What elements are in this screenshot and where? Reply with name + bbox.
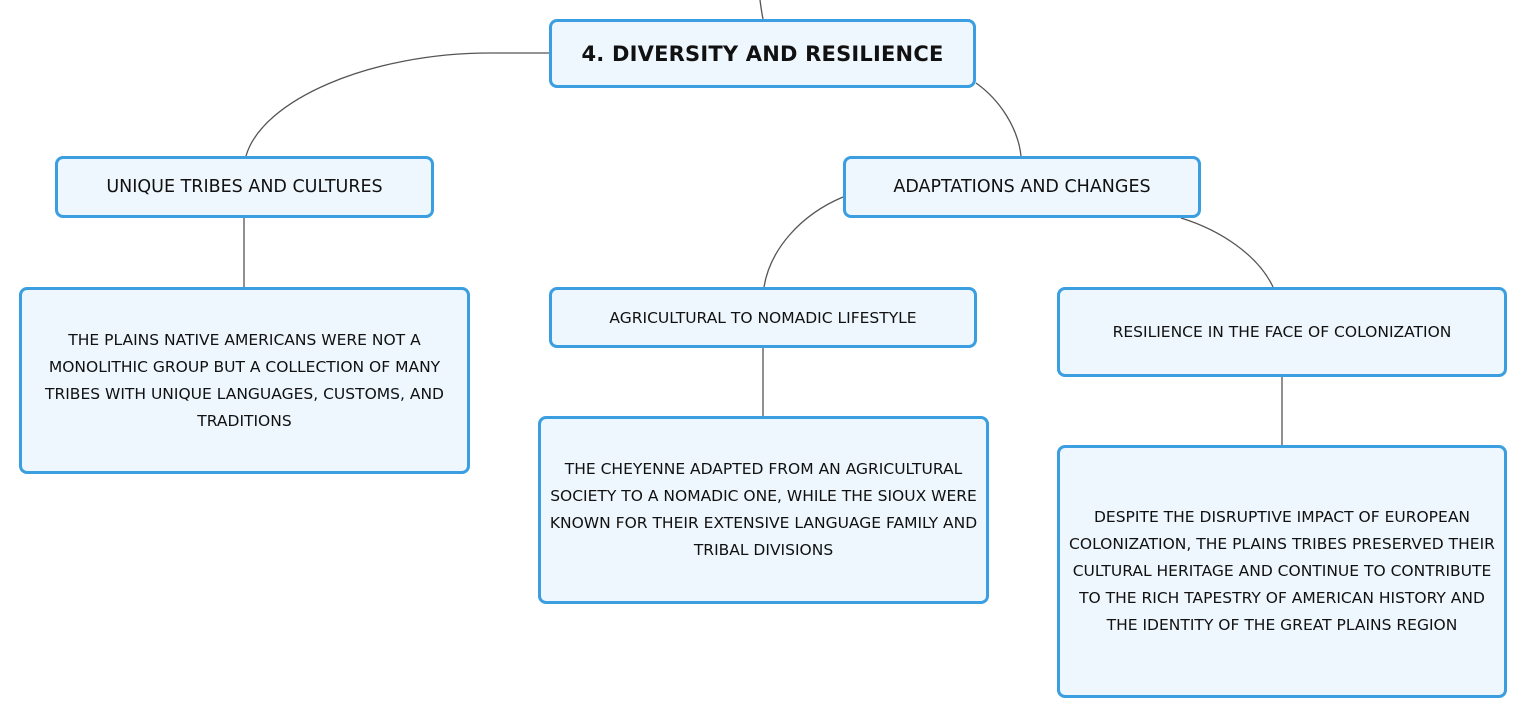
agricultural-nomadic-detail-node[interactable]: THE CHEYENNE ADAPTED FROM AN AGRICULTURA… — [538, 416, 989, 604]
resilience-colonization-detail-node[interactable]: DESPITE THE DISRUPTIVE IMPACT OF EUROPEA… — [1057, 445, 1507, 698]
resilience-colonization-node[interactable]: RESILIENCE IN THE FACE OF COLONIZATION — [1057, 287, 1507, 377]
unique-tribes-node[interactable]: UNIQUE TRIBES AND CULTURES — [55, 156, 434, 218]
unique-tribes-detail-node[interactable]: THE PLAINS NATIVE AMERICANS WERE NOT A M… — [19, 287, 470, 474]
root-topic-node[interactable]: 4. DIVERSITY AND RESILIENCE — [549, 19, 976, 88]
agricultural-nomadic-label: AGRICULTURAL TO NOMADIC LIFESTYLE — [609, 308, 917, 327]
adaptations-label: ADAPTATIONS AND CHANGES — [893, 177, 1151, 197]
adaptations-node[interactable]: ADAPTATIONS AND CHANGES — [843, 156, 1201, 218]
connector-root-to-unique-tribes — [245, 52, 549, 157]
unique-tribes-label: UNIQUE TRIBES AND CULTURES — [106, 177, 383, 197]
connector-adaptations-to-agricultural — [763, 196, 844, 288]
resilience-colonization-label: RESILIENCE IN THE FACE OF COLONIZATION — [1112, 323, 1452, 341]
agricultural-nomadic-node[interactable]: AGRICULTURAL TO NOMADIC LIFESTYLE — [549, 287, 977, 348]
connector-adaptations-to-resilience — [1180, 217, 1274, 288]
connector-root-to-adaptations — [975, 82, 1022, 157]
root-topic-label: 4. DIVERSITY AND RESILIENCE — [581, 41, 944, 66]
resilience-colonization-detail-text: DESPITE THE DISRUPTIVE IMPACT OF EUROPEA… — [1069, 508, 1495, 634]
agricultural-nomadic-detail-text: THE CHEYENNE ADAPTED FROM AN AGRICULTURA… — [549, 460, 978, 559]
unique-tribes-detail-text: THE PLAINS NATIVE AMERICANS WERE NOT A M… — [45, 330, 444, 430]
connector-parent-to-root — [759, 0, 764, 20]
